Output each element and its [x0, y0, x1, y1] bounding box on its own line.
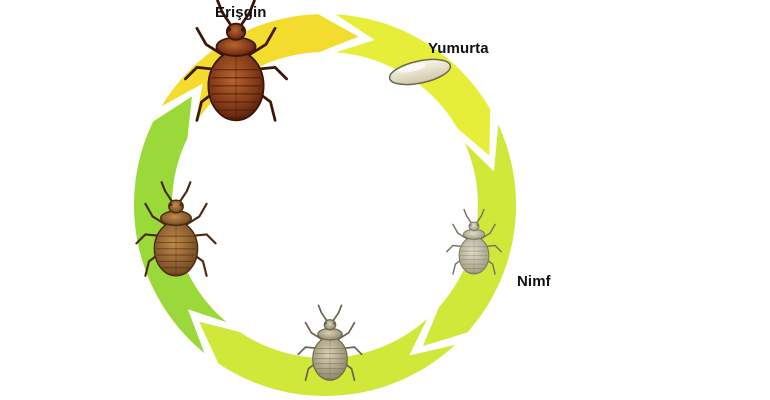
egg-illustration — [388, 58, 452, 86]
arrow-nymph-to-nymph-1 — [419, 117, 519, 350]
nymph-mid-illustration — [297, 304, 363, 382]
stage-label-adult: Erişgin — [215, 4, 267, 21]
nymph-early-illustration — [445, 208, 503, 275]
arrow-nymph-to-adult — [132, 92, 233, 360]
adult-bedbug-illustration — [184, 0, 288, 122]
stage-label-nymph: Nimf — [517, 273, 551, 290]
arrow-egg-to-nymph — [328, 11, 493, 160]
nymph-late-illustration — [135, 181, 217, 277]
arrow-nymph-to-nymph-2 — [195, 313, 462, 399]
stage-label-egg: Yumurta — [428, 40, 489, 57]
